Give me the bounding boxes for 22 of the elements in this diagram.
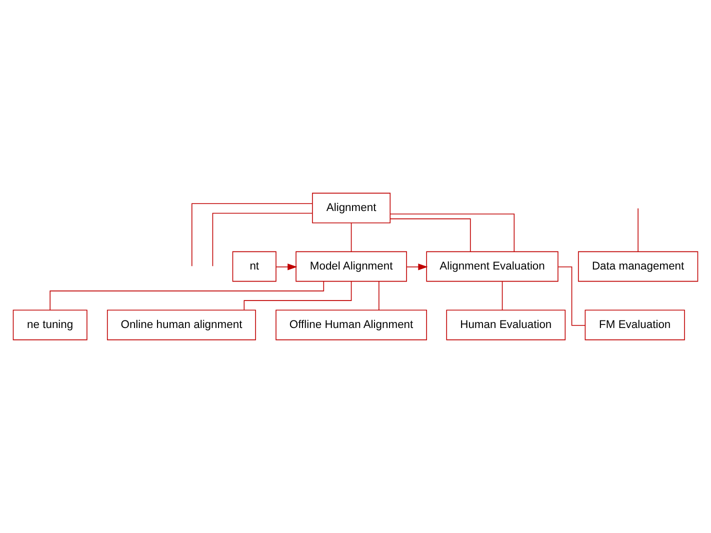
node-box: Alignment Evaluation bbox=[426, 251, 558, 282]
connector bbox=[390, 218, 471, 252]
connector bbox=[244, 281, 352, 310]
node-box: Online human alignment bbox=[106, 310, 256, 340]
node-box: Offline Human Alignment bbox=[276, 310, 427, 340]
connector bbox=[502, 281, 503, 310]
node-box: nt bbox=[232, 251, 276, 282]
arrow bbox=[276, 264, 298, 270]
node-box: Data management bbox=[578, 251, 698, 282]
node-box: Model Alignment bbox=[296, 251, 407, 282]
connector bbox=[50, 281, 324, 310]
node-box: ne tuning bbox=[12, 310, 88, 340]
arrow bbox=[406, 264, 428, 270]
connector bbox=[558, 266, 586, 326]
connector bbox=[350, 222, 352, 252]
node-box: FM Evaluation bbox=[584, 310, 685, 340]
connector bbox=[212, 212, 313, 267]
connector bbox=[378, 281, 380, 310]
connector bbox=[191, 203, 313, 266]
node-box: Human Evaluation bbox=[446, 310, 566, 340]
node-box: Alignment bbox=[312, 192, 391, 224]
connector bbox=[390, 214, 515, 252]
